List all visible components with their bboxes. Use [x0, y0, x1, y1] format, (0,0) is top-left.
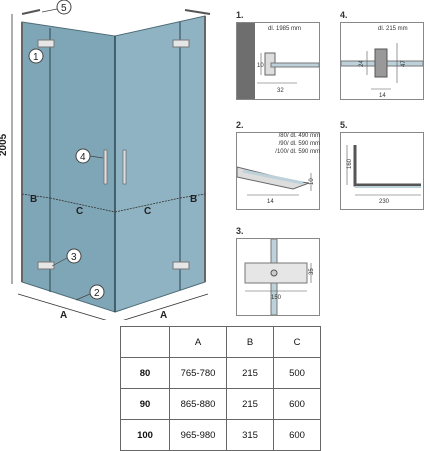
table-cell: 600	[273, 419, 321, 451]
table-header-cell: A	[169, 326, 227, 358]
table-header-cell: C	[273, 326, 321, 358]
label-c-right: C	[144, 206, 151, 217]
callout-1: 1	[28, 48, 44, 64]
handle-left	[103, 149, 108, 185]
label-a-left: A	[60, 310, 67, 320]
detail-4-title: 4.	[340, 10, 348, 20]
label-b-right: B	[190, 194, 197, 205]
detail-2-note-80: /80/ dl. 490 mm	[278, 133, 320, 139]
svg-text:14: 14	[379, 93, 386, 99]
table-cell: 765-780	[169, 357, 227, 389]
table-cell: 215	[226, 357, 274, 389]
detail-5-box: 160 230	[340, 132, 424, 210]
table-cell: 600	[273, 388, 321, 420]
svg-text:160: 160	[347, 158, 353, 169]
detail-2-note-90: /90/ dl. 590 mm	[278, 141, 320, 147]
svg-text:230: 230	[379, 199, 390, 205]
detail-4-box: 47 24 14	[340, 22, 424, 100]
glass-panel-right	[114, 15, 206, 313]
svg-text:4: 4	[80, 152, 86, 163]
callout-2: 2	[75, 284, 105, 301]
height-label: 2005	[0, 133, 9, 156]
label-a-right: A	[160, 310, 167, 320]
detail-4-note: dl. 215 mm	[378, 26, 408, 32]
table-cell: 90	[120, 388, 170, 420]
detail-1-title: 1.	[236, 10, 244, 20]
callout-3: 3	[51, 248, 82, 267]
svg-text:1: 1	[33, 52, 39, 63]
hinge-bottom-right	[172, 261, 190, 270]
detail-2-notes: /80/ dl. 490 mm /90/ dl. 590 mm /100/ dl…	[258, 132, 320, 156]
hinge-top-right	[172, 39, 190, 48]
svg-text:35: 35	[309, 268, 315, 275]
svg-text:150: 150	[271, 295, 282, 301]
glass-panel-left	[21, 21, 116, 313]
detail-1-box: 32 10	[236, 22, 320, 100]
table-cell: 100	[120, 419, 170, 451]
dimensions-table: A B C 80 765-780 215 500 90 865-880 215 …	[120, 326, 321, 451]
detail-2-title: 2.	[236, 120, 244, 130]
hinge-top-left	[37, 39, 55, 48]
callout-5: 5	[41, 0, 72, 15]
svg-text:10: 10	[257, 63, 264, 69]
table-cell: 315	[226, 419, 274, 451]
detail-1-note: dl. 1985 mm	[268, 26, 302, 32]
detail-5-title: 5.	[340, 120, 348, 130]
table-row: 80 765-780 215 500	[120, 357, 321, 389]
label-c-left: C	[76, 206, 83, 217]
detail-2-note-100: /100/ dl. 590 mm	[275, 149, 320, 155]
shower-enclosure-drawing: 2005 B C C B A A 1 2 3 4 5	[0, 0, 211, 320]
svg-text:10: 10	[309, 178, 315, 185]
svg-text:32: 32	[277, 88, 284, 94]
label-b-left: B	[30, 194, 37, 205]
table-cell: 500	[273, 357, 321, 389]
callout-4: 4	[75, 148, 104, 164]
table-header-cell	[120, 326, 170, 358]
detail-3-box: 150 35	[236, 238, 320, 316]
table-cell: 80	[120, 357, 170, 389]
detail-3-title: 3.	[236, 226, 244, 236]
handle-right	[122, 149, 127, 185]
svg-text:24: 24	[359, 60, 365, 67]
svg-text:5: 5	[61, 3, 67, 14]
table-header-row: A B C	[120, 326, 321, 358]
detail-2-box: 14 10	[236, 132, 320, 210]
table-cell: 865-880	[169, 388, 227, 420]
svg-text:47: 47	[401, 60, 407, 67]
svg-text:2: 2	[94, 288, 100, 299]
hinge-bottom-left	[37, 261, 55, 270]
table-header-cell: B	[226, 326, 274, 358]
svg-text:14: 14	[267, 199, 274, 205]
table-cell: 965-980	[169, 419, 227, 451]
table-row: 100 965-980 315 600	[120, 419, 321, 451]
svg-text:3: 3	[71, 252, 77, 263]
table-row: 90 865-880 215 600	[120, 388, 321, 420]
table-cell: 215	[226, 388, 274, 420]
